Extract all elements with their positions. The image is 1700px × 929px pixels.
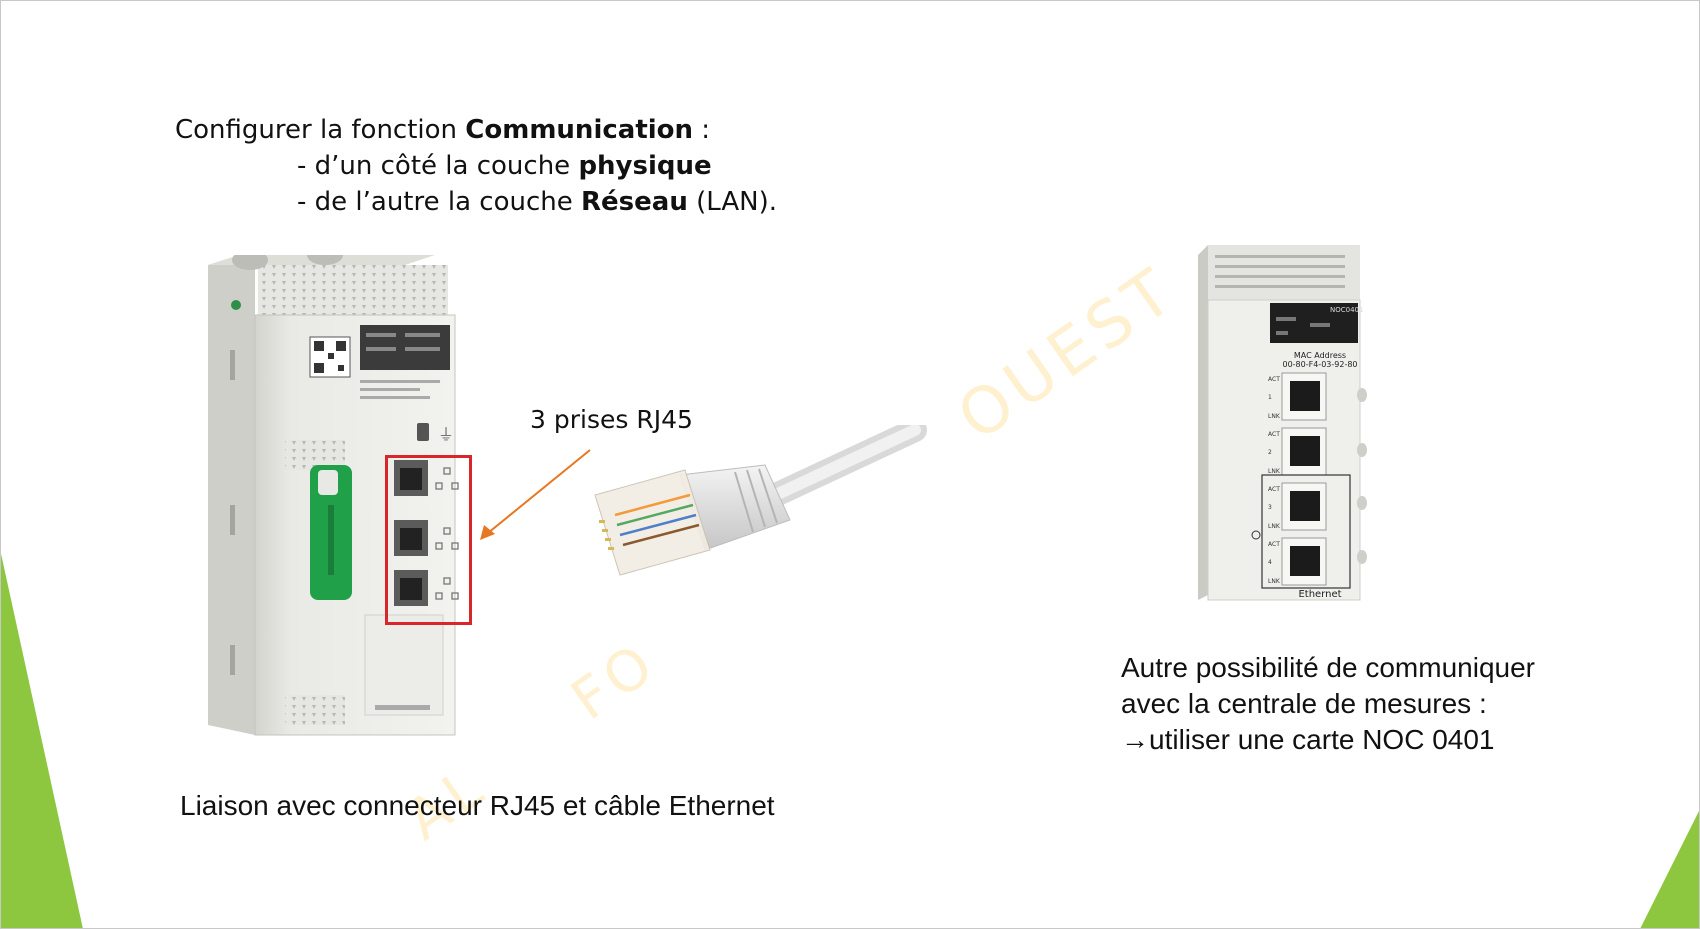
noc-port-number: 4: [1268, 559, 1272, 566]
caption-right-line: →utiliser une carte NOC 0401: [1121, 724, 1495, 755]
noc-mac-value: 00-80-F4-03-92-80: [1282, 360, 1357, 369]
noc-mac-title: MAC Address: [1294, 351, 1346, 360]
noc-port-lnk-label: LNK: [1268, 578, 1281, 585]
noc-port-act-label: ACT: [1268, 431, 1280, 438]
green-corner-left: [0, 549, 83, 929]
intro-line-3: - de l’autre la couche Réseau (LAN).: [175, 184, 777, 220]
noc-port-act-label: ACT: [1268, 376, 1280, 383]
rj45-highlight-frame: [385, 455, 472, 625]
intro-text: Configurer la fonction Communication : -…: [175, 112, 777, 220]
noc-port-act-label: ACT: [1268, 486, 1280, 493]
intro-bold: physique: [578, 151, 712, 181]
green-corner-right: [1640, 809, 1700, 929]
noc-port-lnk-label: LNK: [1268, 413, 1281, 420]
intro-text-span: :: [693, 115, 711, 145]
noc-port-number: 1: [1268, 394, 1272, 401]
intro-line-2: - d’un côté la couche physique: [175, 148, 777, 184]
caption-right-line: Autre possibilité de communiquer: [1121, 652, 1535, 683]
noc-port-act-label: ACT: [1268, 541, 1280, 548]
watermark-text: FO: [560, 629, 670, 734]
intro-line-1: Configurer la fonction Communication :: [175, 112, 777, 148]
ethernet-cable-image: [594, 425, 927, 576]
callout-arrow-icon: [480, 449, 591, 540]
plc-module-image: ⏚: [208, 255, 459, 736]
intro-text-span: Configurer la fonction: [175, 115, 466, 145]
intro-text-span: (LAN).: [687, 187, 777, 217]
svg-text:⏚: ⏚: [438, 425, 454, 444]
intro-text-span: - de l’autre la couche: [297, 187, 582, 217]
intro-bold: Réseau: [581, 187, 688, 217]
noc-port-lnk-label: LNK: [1268, 523, 1281, 530]
noc-port-number: 3: [1268, 504, 1272, 511]
intro-text-span: - d’un côté la couche: [297, 151, 579, 181]
noc-port-number: 2: [1268, 449, 1272, 456]
intro-bold: Communication: [465, 115, 694, 145]
watermark-text: OUEST: [945, 253, 1191, 456]
caption-right: Autre possibilité de communiquer avec la…: [1121, 650, 1535, 758]
noc-card-image: NOC0401 MAC Address 00-80-F4-03-92-80 AC…: [1198, 245, 1367, 601]
caption-left: Liaison avec connecteur RJ45 et câble Et…: [180, 790, 775, 821]
caption-right-line: avec la centrale de mesures :: [1121, 688, 1487, 719]
noc-port-lnk-label: LNK: [1268, 468, 1281, 475]
noc-footer-label: Ethernet: [1298, 589, 1341, 600]
rj45-callout-label: 3 prises RJ45: [530, 405, 693, 434]
noc-model-text: NOC0401: [1330, 306, 1363, 314]
